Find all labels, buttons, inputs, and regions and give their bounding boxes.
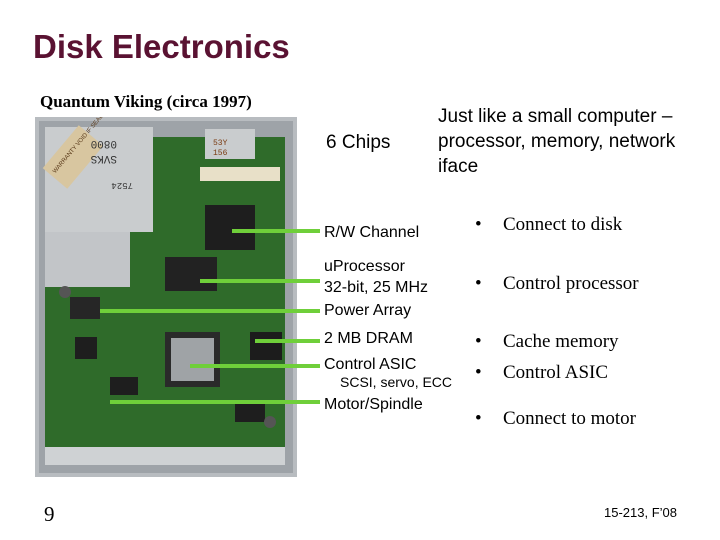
label-control-asic-sub: SCSI, servo, ECC [340,374,453,390]
label-chips: 6 Chips [326,132,391,153]
slide-number: 9 [44,502,55,526]
bullet-text: Control ASIC [503,362,609,383]
leader-line-rw-channel [232,229,320,233]
label-uprocessor-spec: 32-bit, 25 MHz [324,279,429,296]
bullet-cache-memory: • Cache memory [475,331,619,353]
label-rw-channel: R/W Channel [324,224,420,241]
leader-line-dram [255,339,320,343]
disk-board-photo: WARRANTY VOID IF SEAL BROKEN 0800 SVKS 7… [35,117,297,477]
chip-code-2: 156 [213,149,228,158]
label-uprocessor: uProcessor [324,258,405,275]
intro-text: Just like a small computer – processor, … [438,106,676,177]
bullet-control-processor: • Control processor [475,273,639,295]
board-code-3: 7524 [111,180,133,190]
leader-line-control-asic [190,364,320,368]
bullet-text: Control processor [503,273,639,294]
chip-code-1: 53Y [213,139,228,148]
board-code-1: 0800 [91,137,117,149]
board-code-2: SVKS [90,152,117,164]
bullet-control-asic: • Control ASIC [475,362,608,384]
bullet-dot: • [475,362,482,383]
slide-title: Disk Electronics [33,28,290,65]
bullet-connect-motor: • Connect to motor [475,408,636,430]
leader-line-motor [110,400,320,404]
bullet-dot: • [475,273,482,294]
bullet-connect-disk: • Connect to disk [475,214,622,236]
bullet-dot: • [475,408,482,429]
bullet-text: Connect to disk [503,214,623,235]
label-motor-spindle: Motor/Spindle [324,396,423,413]
label-power-array: Power Array [324,302,412,319]
bullet-dot: • [475,331,482,352]
label-dram: 2 MB DRAM [324,330,413,347]
image-caption: Quantum Viking (circa 1997) [40,92,252,111]
bullet-text: Cache memory [503,331,619,352]
bullet-text: Connect to motor [503,408,636,429]
leader-line-uprocessor [200,279,320,283]
leader-line-power-array [100,309,320,313]
course-label: 15-213, F’08 [604,505,677,520]
label-control-asic: Control ASIC [324,356,417,373]
bullet-dot: • [475,214,482,235]
